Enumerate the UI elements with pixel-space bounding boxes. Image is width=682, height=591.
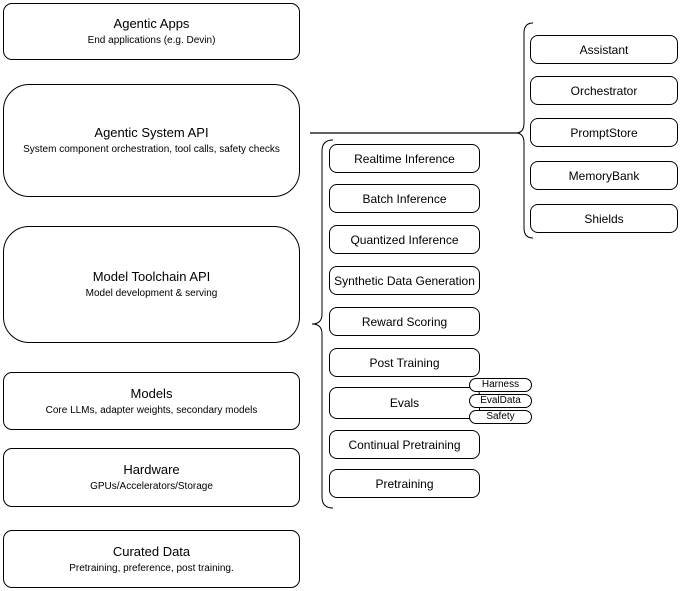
- box-title: Curated Data: [112, 543, 191, 559]
- toolchain-item-realtime-inference: Realtime Inference: [329, 144, 480, 173]
- evals-tag-label: Harness: [481, 379, 520, 390]
- toolchain-item-label: Realtime Inference: [354, 151, 455, 166]
- toolchain-item-evals: Evals: [329, 387, 480, 419]
- component-label: Shields: [584, 211, 624, 226]
- toolchain-item-label: Reward Scoring: [361, 314, 448, 329]
- evals-tag-evaldata: EvalData: [469, 394, 532, 408]
- box-subtitle: Core LLMs, adapter weights, secondary mo…: [45, 404, 258, 416]
- toolchain-item-batch-inference: Batch Inference: [329, 184, 480, 213]
- toolchain-item-synthetic-data-generation: Synthetic Data Generation: [329, 266, 480, 295]
- toolchain-item-label: Pretraining: [375, 476, 434, 491]
- box-agentic-system-api: Agentic System API System component orch…: [3, 84, 300, 197]
- box-model-toolchain-api: Model Toolchain API Model development & …: [3, 226, 300, 343]
- component-label: Assistant: [579, 42, 629, 57]
- toolchain-item-label: Synthetic Data Generation: [334, 273, 475, 288]
- box-models: Models Core LLMs, adapter weights, secon…: [3, 372, 300, 430]
- component-label: Orchestrator: [570, 83, 638, 98]
- box-title: Agentic System API: [94, 125, 209, 140]
- box-title: Agentic Apps: [113, 16, 190, 31]
- box-hardware: Hardware GPUs/Accelerators/Storage: [3, 448, 300, 507]
- toolchain-item-continual-pretraining: Continual Pretraining: [329, 430, 480, 459]
- box-subtitle: GPUs/Accelerators/Storage: [90, 481, 213, 492]
- toolchain-item-reward-scoring: Reward Scoring: [329, 307, 480, 336]
- component-promptstore: PromptStore: [530, 118, 678, 147]
- evals-tag-harness: Harness: [469, 378, 532, 392]
- box-title: Hardware: [123, 462, 180, 477]
- box-subtitle: Model development & serving: [85, 288, 218, 299]
- box-subtitle: Pretraining, preference, post training.: [69, 562, 234, 574]
- toolchain-item-pretraining: Pretraining: [329, 469, 480, 498]
- box-subtitle: End applications (e.g. Devin): [87, 35, 216, 46]
- component-shields: Shields: [530, 204, 678, 233]
- box-title: Model Toolchain API: [92, 269, 211, 284]
- toolchain-item-label: Quantized Inference: [350, 232, 459, 247]
- box-subtitle: System component orchestration, tool cal…: [23, 144, 280, 155]
- evals-tag-label: Safety: [486, 411, 515, 422]
- box-title: Models: [130, 385, 173, 401]
- component-orchestrator: Orchestrator: [530, 76, 678, 105]
- toolchain-item-label: Evals: [389, 396, 420, 410]
- evals-tag-safety: Safety: [469, 410, 532, 424]
- component-label: PromptStore: [570, 125, 638, 140]
- component-memorybank: MemoryBank: [530, 161, 678, 190]
- toolchain-item-label: Continual Pretraining: [348, 437, 461, 452]
- box-curated-data: Curated Data Pretraining, preference, po…: [3, 530, 300, 588]
- toolchain-item-label: Batch Inference: [362, 191, 447, 206]
- toolchain-item-label: Post Training: [369, 355, 440, 370]
- box-agentic-apps: Agentic Apps End applications (e.g. Devi…: [3, 3, 300, 60]
- toolchain-item-post-training: Post Training: [329, 348, 480, 377]
- toolchain-item-quantized-inference: Quantized Inference: [329, 225, 480, 254]
- component-label: MemoryBank: [568, 168, 640, 183]
- component-assistant: Assistant: [530, 35, 678, 64]
- evals-tag-label: EvalData: [480, 395, 521, 406]
